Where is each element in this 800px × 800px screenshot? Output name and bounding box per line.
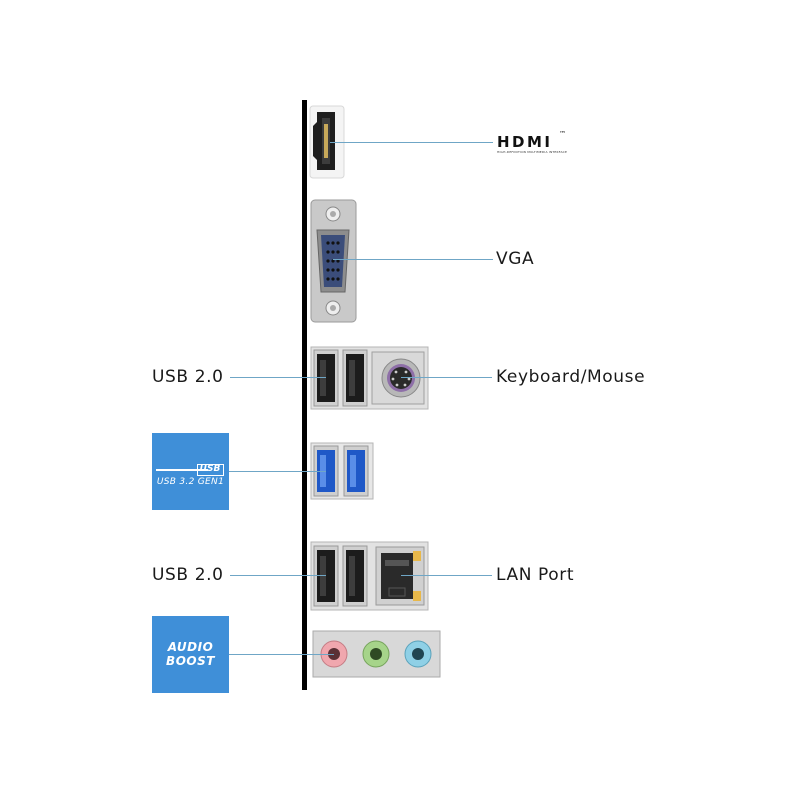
usb20-bottom-leader-line (230, 575, 326, 576)
hdmi-trademark: ™ (559, 130, 566, 138)
usb20-top-label: USB 2.0 (152, 367, 224, 387)
usb32-badge-box (197, 464, 224, 476)
usb20-top-leader-line (230, 377, 326, 378)
audio-boost-line2: BOOST (166, 654, 215, 668)
usb20-bottom-label: USB 2.0 (152, 565, 224, 585)
usb32-block-icon (310, 442, 374, 500)
lan-leader-line (401, 575, 492, 576)
hdmi-port-icon (309, 105, 345, 179)
usb32-badge-stripe (156, 469, 208, 471)
usb2-ps2-block-icon (310, 346, 429, 410)
audio-boost-badge: AUDIO BOOST (152, 616, 229, 693)
keyboard-mouse-label: Keyboard/Mouse (496, 367, 646, 387)
usb32-badge-line2: USB 3.2 GEN1 (156, 477, 225, 487)
vga-label: VGA (496, 249, 535, 269)
hdmi-logo: HDMI ™ HIGH-DEFINITION MULTIMEDIA INTERF… (497, 130, 577, 157)
vga-port-icon (310, 199, 357, 323)
hdmi-leader-line (330, 142, 493, 143)
usb32-gen1-badge: USB USB 3.2 GEN1 (152, 433, 229, 510)
audio-jacks-icon (312, 630, 441, 678)
hdmi-logo-subtext: HIGH-DEFINITION MULTIMEDIA INTERFACE (497, 150, 568, 154)
usb2-lan-block-icon (310, 541, 429, 611)
usb32-badge-line1: USB (199, 464, 221, 474)
hdmi-logo-text: HDMI (497, 133, 553, 151)
io-shield-bar (302, 100, 307, 690)
lan-port-label: LAN Port (496, 565, 575, 585)
keyboard-mouse-leader-line (401, 377, 492, 378)
audio-leader-line (229, 654, 334, 655)
vga-leader-line (333, 259, 493, 260)
usb32-leader-line (229, 471, 326, 472)
audio-boost-line1: AUDIO (167, 640, 214, 654)
